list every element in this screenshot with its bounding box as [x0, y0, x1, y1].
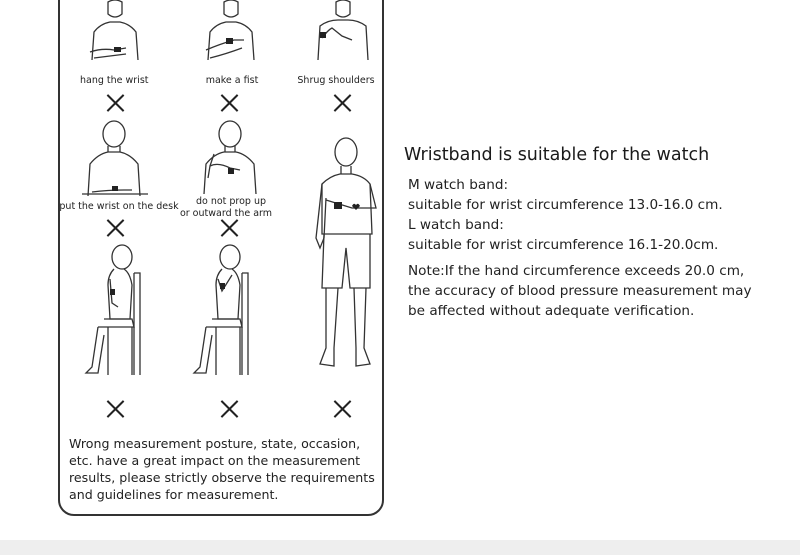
prop-up-arm-figure	[196, 120, 266, 195]
l-band-text: suitable for wrist circumference 16.1-20…	[408, 237, 719, 253]
prop-up-caption-line2: or outward the arm	[179, 208, 273, 219]
hang-wrist-figure	[80, 0, 150, 70]
make-fist-caption: make a fist	[205, 75, 259, 86]
wrist-on-desk-caption: put the wrist on the desk	[59, 201, 179, 212]
make-fist-figure	[196, 0, 266, 70]
info-title: Wristband is suitable for the watch	[404, 145, 710, 165]
m-band-text: suitable for wrist circumference 13.0-16…	[408, 197, 723, 213]
hang-wrist-caption: hang the wrist	[80, 75, 149, 86]
shrug-shoulders-figure	[308, 0, 378, 70]
x-mark-icon	[220, 219, 238, 237]
standing-figure	[312, 137, 382, 378]
sitting-figure-1	[84, 244, 154, 380]
x-mark-icon	[220, 94, 238, 112]
m-band-label: M watch band:	[408, 177, 509, 193]
l-band-label: L watch band:	[408, 217, 504, 233]
x-mark-icon	[106, 400, 124, 418]
note-text: Note:If the hand circumference exceeds 2…	[408, 263, 752, 319]
wrist-on-desk-figure	[78, 120, 150, 200]
bottom-band	[0, 540, 800, 555]
x-mark-icon	[333, 400, 351, 418]
x-mark-icon	[333, 94, 351, 112]
sitting-figure-2	[192, 244, 262, 380]
warning-text: Wrong measurement posture, state, occasi…	[69, 436, 375, 502]
prop-up-caption-line1: do not prop up	[195, 196, 267, 207]
x-mark-icon	[106, 219, 124, 237]
x-mark-icon	[220, 400, 238, 418]
shrug-shoulders-caption: Shrug shoulders	[297, 75, 375, 86]
wristband-info: Wristband is suitable for the watch M wa…	[404, 145, 764, 321]
x-mark-icon	[106, 94, 124, 112]
